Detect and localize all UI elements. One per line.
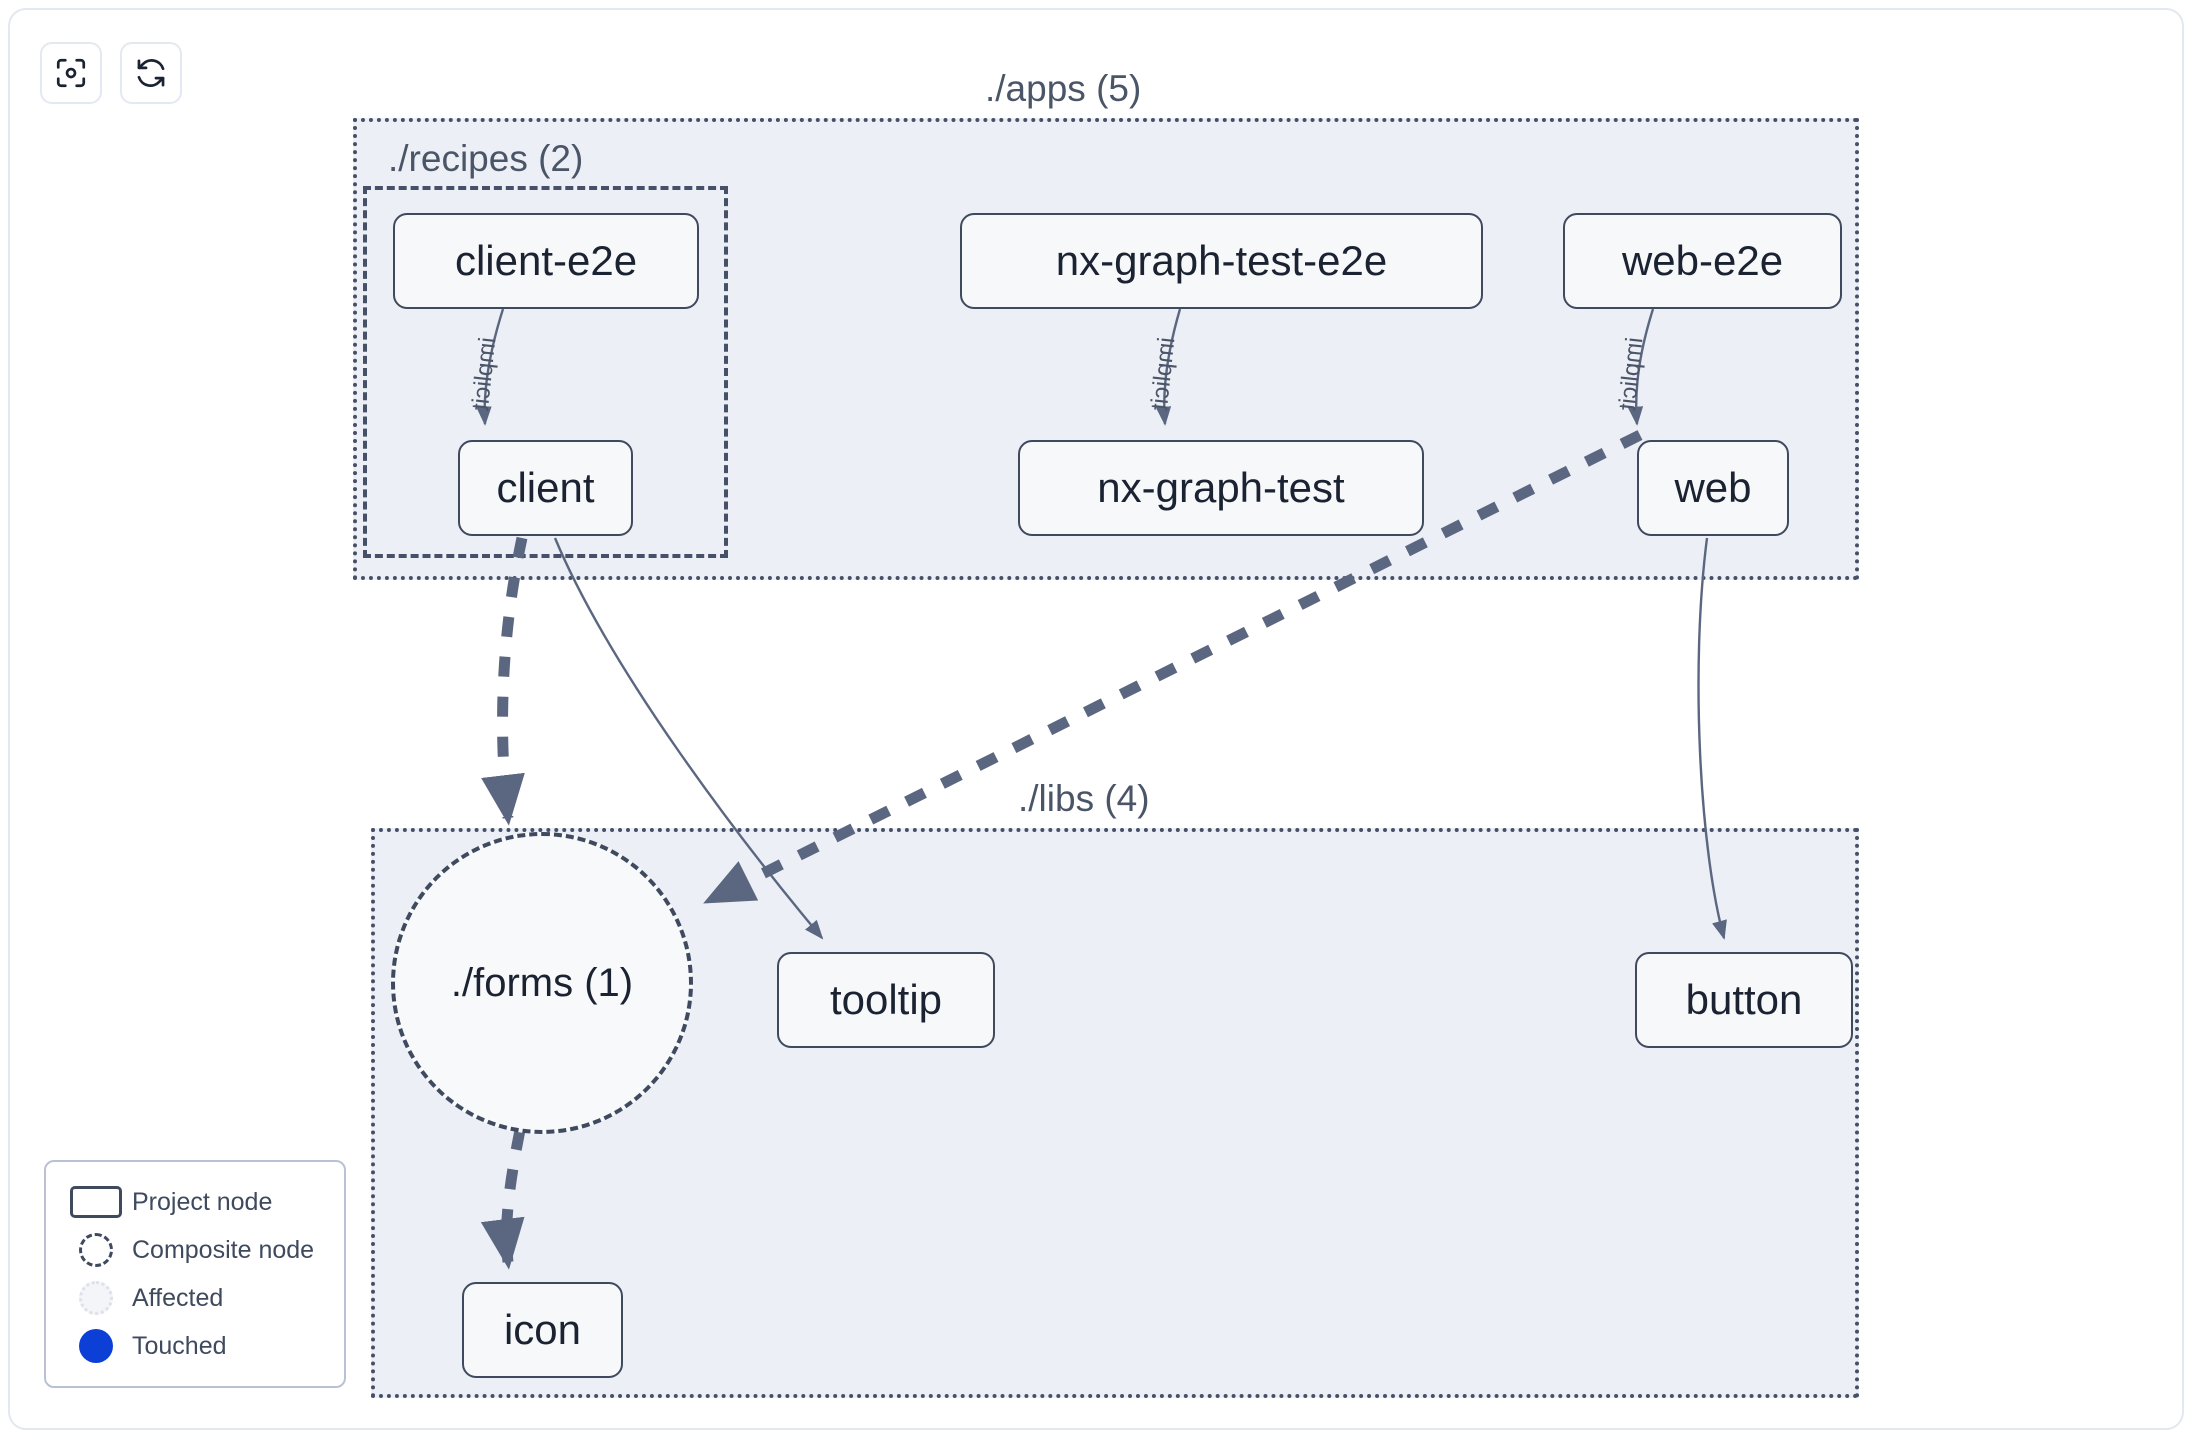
legend-label: Composite node	[132, 1235, 315, 1264]
node-label: client	[496, 464, 595, 511]
group-label-libs: ./libs (4)	[1018, 778, 1150, 819]
graph-node-nx-graph-test[interactable]: nx-graph-test	[1018, 440, 1424, 536]
legend-item-touched: Touched	[60, 1322, 330, 1370]
legend-label: Project node	[132, 1187, 273, 1216]
legend-label: Touched	[132, 1331, 227, 1360]
affected-swatch	[60, 1281, 132, 1315]
group-label-recipes: ./recipes (2)	[388, 138, 584, 179]
composite-node-swatch	[60, 1233, 132, 1267]
node-label: ./forms (1)	[450, 960, 634, 1005]
node-label: nx-graph-test-e2e	[1055, 237, 1388, 284]
graph-node-client-e2e[interactable]: client-e2e	[393, 213, 699, 309]
graph-node-tooltip[interactable]: tooltip	[777, 952, 995, 1048]
project-node-swatch	[60, 1186, 132, 1218]
node-label: web	[1674, 464, 1752, 511]
node-label: nx-graph-test	[1097, 464, 1345, 511]
node-label: client-e2e	[454, 237, 638, 284]
graph-node-web-e2e[interactable]: web-e2e	[1563, 213, 1842, 309]
graph-canvas[interactable]: ./apps (5) ./recipes (2) ./libs (4)	[8, 8, 2184, 1430]
focus-target-icon	[54, 56, 88, 90]
legend-label: Affected	[132, 1283, 224, 1312]
legend-item-affected: Affected	[60, 1274, 330, 1322]
graph-layer: ./apps (5) ./recipes (2) ./libs (4)	[10, 10, 2182, 1428]
graph-legend: Project node Composite node Affected Tou…	[44, 1160, 346, 1388]
group-label-apps: ./apps (5)	[985, 68, 1142, 109]
focus-graph-button[interactable]	[40, 42, 102, 104]
refresh-icon	[134, 56, 168, 90]
graph-node-button[interactable]: button	[1635, 952, 1853, 1048]
graph-node-nx-graph-test-e2e[interactable]: nx-graph-test-e2e	[960, 213, 1483, 309]
legend-item-composite-node: Composite node	[60, 1226, 330, 1274]
graph-node-web[interactable]: web	[1637, 440, 1789, 536]
node-label: button	[1685, 976, 1803, 1023]
graph-node-client[interactable]: client	[458, 440, 633, 536]
node-label: tooltip	[829, 976, 943, 1023]
touched-swatch	[60, 1329, 132, 1363]
node-label: icon	[503, 1306, 582, 1353]
edge-client-to-forms	[481, 536, 528, 826]
graph-node-forms-composite[interactable]: ./forms (1)	[391, 832, 693, 1134]
refresh-graph-button[interactable]	[120, 42, 182, 104]
graph-toolbar	[40, 42, 182, 104]
node-label: web-e2e	[1621, 237, 1784, 284]
legend-item-project-node: Project node	[60, 1178, 330, 1226]
graph-node-icon[interactable]: icon	[462, 1282, 623, 1378]
